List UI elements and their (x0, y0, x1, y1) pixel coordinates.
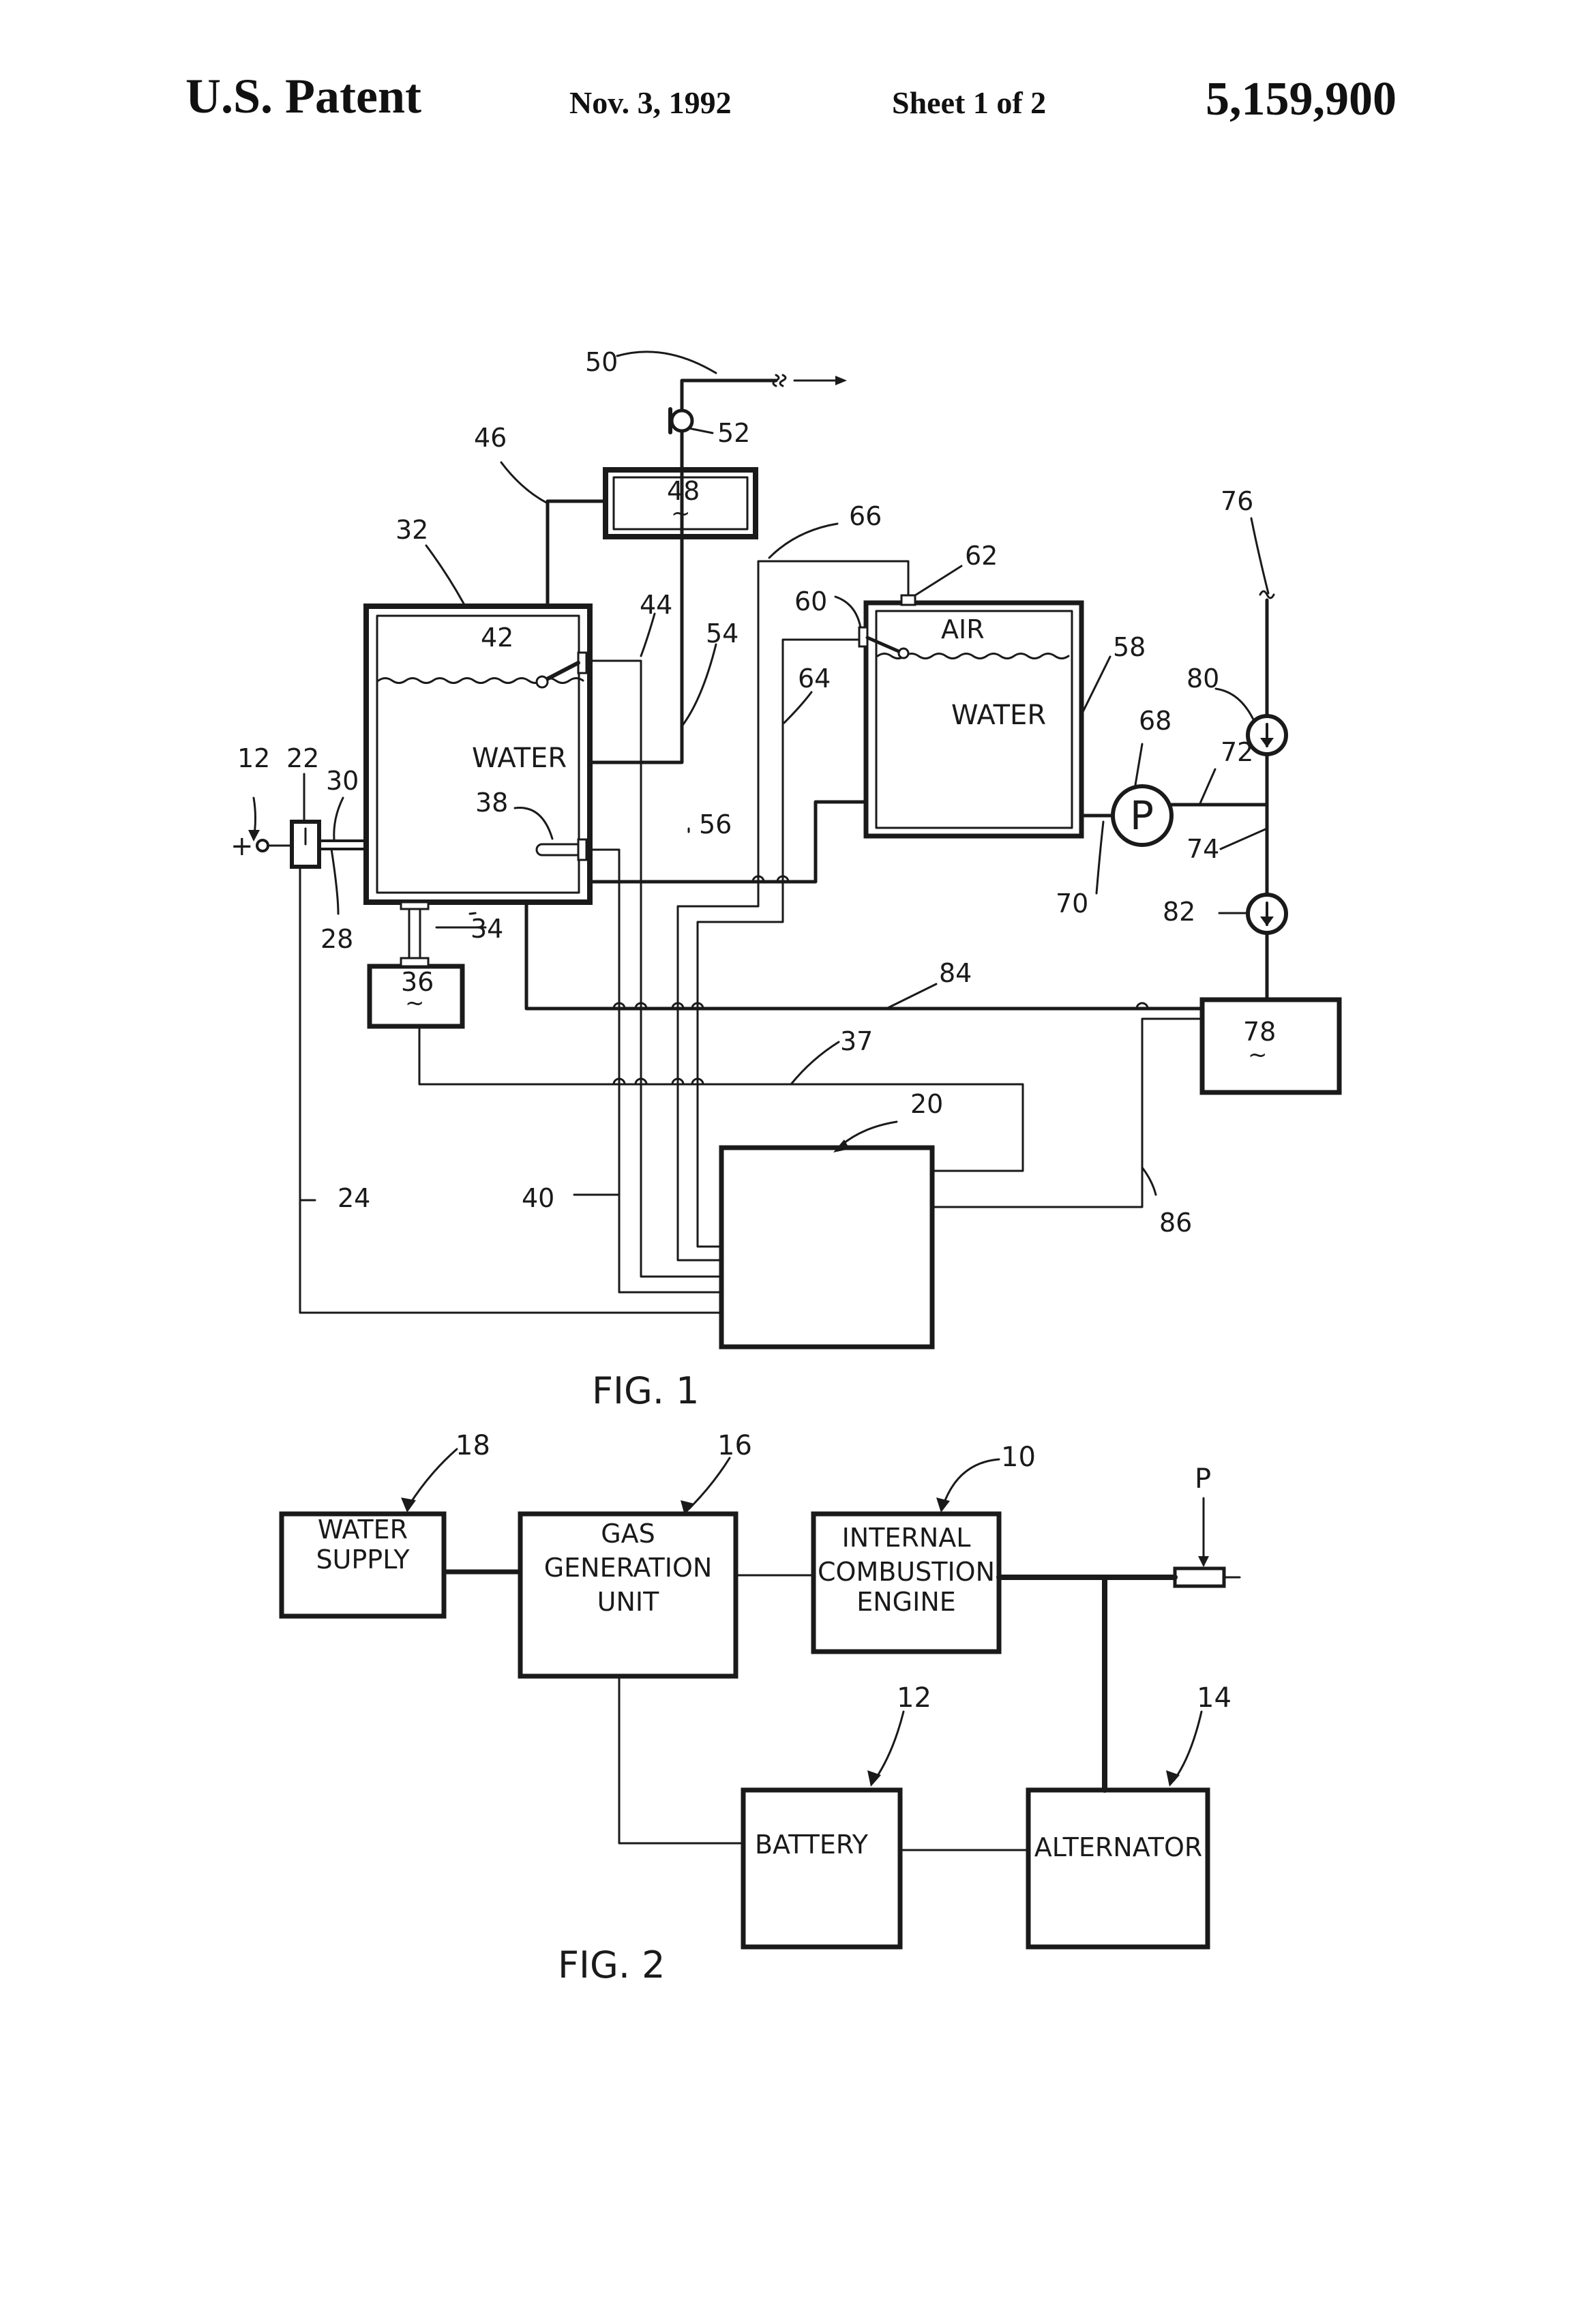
ref-12-fig1: 12 (237, 743, 270, 773)
gas-unit-line2: GENERATION (544, 1553, 713, 1583)
water-supply-line1: WATER (318, 1515, 408, 1545)
ref-37: 37 (840, 1026, 873, 1056)
gas-unit-line1: GAS (601, 1519, 655, 1549)
check-valve-82 (1248, 895, 1286, 933)
tank2-water-label: WATER (951, 700, 1046, 731)
ref-70: 70 (1056, 889, 1088, 919)
ref-74: 74 (1186, 834, 1219, 864)
battery-label: BATTERY (755, 1830, 869, 1860)
ref-p: P (1195, 1463, 1211, 1495)
tank2-air-label: AIR (941, 614, 985, 644)
ref-50: 50 (585, 347, 618, 377)
ref-62: 62 (965, 541, 998, 571)
fig1-caption: FIG. 1 (592, 1369, 700, 1412)
ref-10: 10 (1001, 1442, 1036, 1473)
ref-66: 66 (849, 501, 882, 531)
ref-60: 60 (794, 586, 827, 616)
engine-line2: COMBUSTION (818, 1557, 995, 1587)
gas-unit-line3: UNIT (597, 1587, 659, 1617)
battery-box (743, 1790, 900, 1947)
ref-82: 82 (1163, 897, 1195, 927)
ref-22: 22 (286, 743, 319, 773)
ref-44: 44 (640, 590, 672, 620)
terminal-22 (257, 822, 319, 867)
pump-label: P (1130, 792, 1154, 839)
ref-34: 34 (471, 914, 503, 944)
tilde-78: ~ (1248, 1041, 1268, 1069)
alternator-label: ALTERNATOR (1034, 1832, 1203, 1862)
ref-80: 80 (1186, 664, 1219, 694)
ref-64: 64 (798, 664, 831, 694)
ref-20: 20 (910, 1089, 943, 1119)
ref-28: 28 (320, 924, 353, 954)
ref-12-fig2: 12 (897, 1682, 931, 1714)
engine-line3: ENGINE (856, 1587, 956, 1617)
ref-24: 24 (338, 1183, 370, 1213)
fig1-diagram: WATER AIR WATER P + 48 ~ 36 ~ 78 ~ 50 52… (230, 347, 1339, 1412)
ref-68: 68 (1139, 706, 1171, 736)
tank-water-label: WATER (472, 743, 567, 774)
ref-76: 76 (1221, 486, 1253, 516)
controller-20 (721, 1148, 932, 1347)
ref-38: 38 (475, 788, 508, 818)
alternator-box (1028, 1790, 1208, 1947)
ref-18: 18 (456, 1430, 490, 1461)
tilde-36: ~ (405, 989, 425, 1017)
fig2-diagram: WATER SUPPLY GAS GENERATION UNIT INTERNA… (282, 1430, 1240, 1986)
fig2-caption: FIG. 2 (558, 1943, 666, 1986)
ref-52: 52 (717, 418, 750, 448)
ref-14: 14 (1197, 1682, 1232, 1714)
ref-72: 72 (1221, 737, 1253, 767)
ref-46: 46 (474, 423, 507, 453)
engine-line1: INTERNAL (842, 1523, 971, 1553)
water-supply-line2: SUPPLY (316, 1545, 410, 1575)
tilde-48: ~ (671, 500, 691, 527)
output-shaft-p (1175, 1568, 1224, 1586)
ref-86: 86 (1159, 1208, 1192, 1238)
ref-40: 40 (522, 1183, 554, 1213)
ref-16: 16 (717, 1430, 752, 1461)
ref-84: 84 (939, 958, 972, 988)
ref-54: 54 (706, 619, 738, 649)
ref-56: 56 (699, 809, 732, 839)
check-valve-80 (1248, 716, 1286, 754)
ref-32: 32 (395, 515, 428, 545)
ref-58: 58 (1113, 632, 1146, 662)
ref-42: 42 (481, 623, 513, 653)
ref-30: 30 (326, 766, 359, 796)
plus-label: + (230, 831, 254, 862)
